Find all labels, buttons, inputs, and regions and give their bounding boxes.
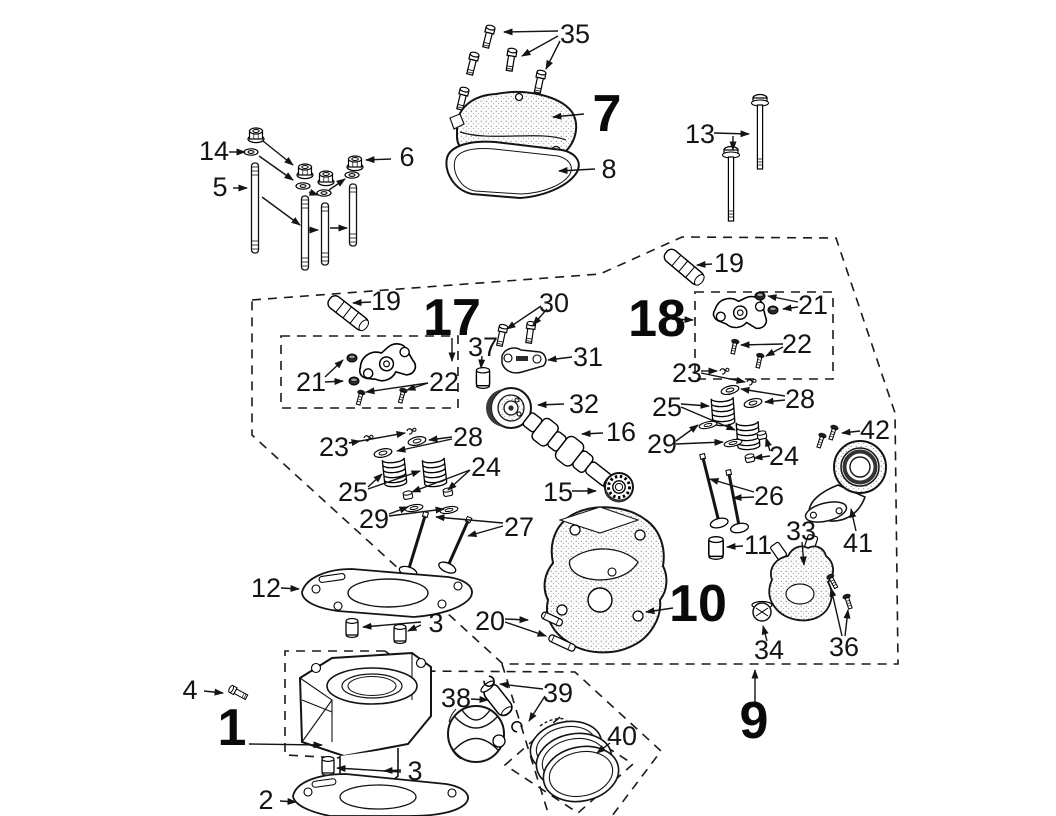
callout-15: 15 xyxy=(543,477,573,507)
callout-13: 13 xyxy=(685,119,715,149)
callout-3: 3 xyxy=(428,608,443,638)
callout-2: 2 xyxy=(258,785,273,815)
cylinder-head-10 xyxy=(543,506,668,654)
callout-9: 9 xyxy=(740,692,769,750)
valve-train-right xyxy=(697,367,768,534)
cam-holder-31 xyxy=(501,347,547,374)
callout-12: 12 xyxy=(251,573,281,603)
callout-30: 30 xyxy=(539,288,569,318)
callout-4: 4 xyxy=(182,675,197,705)
callout-39: 39 xyxy=(543,678,573,708)
callout-26: 26 xyxy=(754,481,784,511)
callout-18: 18 xyxy=(628,290,686,348)
flange-nut xyxy=(317,170,335,187)
valve xyxy=(699,452,729,529)
callout-19: 19 xyxy=(714,248,744,278)
callout-36: 36 xyxy=(829,632,859,662)
callout-labels: 35 7 8 13 14 6 5 19 19 17 18 30 37 31 21… xyxy=(182,19,890,815)
callout-6: 6 xyxy=(399,142,414,172)
dowel-3 xyxy=(345,617,359,639)
callout-24: 24 xyxy=(471,452,501,482)
callout-41: 41 xyxy=(843,528,873,558)
stud-nut-cluster xyxy=(243,127,364,271)
circlip-39 xyxy=(509,719,525,734)
dowel-3 xyxy=(393,623,407,645)
dowel-3 xyxy=(321,755,335,777)
callout-32: 32 xyxy=(569,389,599,419)
valve xyxy=(438,515,473,574)
callout-11: 11 xyxy=(744,530,772,560)
callout-27: 27 xyxy=(504,512,534,542)
callout-34: 34 xyxy=(754,635,784,665)
base-gasket-2 xyxy=(292,773,469,816)
carrier-bolts-30 xyxy=(494,320,537,348)
callout-29: 29 xyxy=(647,429,677,459)
callout-5: 5 xyxy=(212,172,227,202)
callout-22: 22 xyxy=(429,367,459,397)
callout-20: 20 xyxy=(475,606,505,636)
callout-23: 23 xyxy=(319,432,349,462)
group-box-18 xyxy=(694,291,834,380)
callout-17: 17 xyxy=(423,289,481,347)
piston-region-left-edge xyxy=(501,663,550,816)
bearing-15 xyxy=(604,472,634,503)
callout-29: 29 xyxy=(359,504,389,534)
callout-33: 33 xyxy=(786,516,816,546)
manifold-bolts-42 xyxy=(814,423,840,450)
callout-24: 24 xyxy=(769,441,799,471)
washer xyxy=(316,189,332,197)
camshaft-16 xyxy=(522,412,615,489)
cam-sprocket-32 xyxy=(486,387,532,429)
group-box-17 xyxy=(280,335,459,409)
callout-25: 25 xyxy=(338,477,368,507)
tappet-bucket-37 xyxy=(475,366,491,390)
callout-28: 28 xyxy=(785,384,815,414)
callout-14: 14 xyxy=(199,136,229,166)
callout-1: 1 xyxy=(218,699,247,757)
washer xyxy=(295,182,311,190)
callout-42: 42 xyxy=(860,415,890,445)
washer xyxy=(243,148,259,156)
rocker-shaft xyxy=(661,246,708,289)
washer xyxy=(344,171,360,179)
callout-7: 7 xyxy=(593,85,622,143)
callout-3: 3 xyxy=(407,756,422,786)
callout-37: 37 xyxy=(468,332,498,362)
rocker-assembly-right xyxy=(711,290,779,370)
callout-38: 38 xyxy=(441,683,471,713)
callout-35: 35 xyxy=(560,19,590,49)
callout-31: 31 xyxy=(573,342,603,372)
head-gasket-12 xyxy=(301,568,473,618)
rocker-assembly-left xyxy=(346,340,418,407)
valve xyxy=(398,510,430,578)
thermostat-34 xyxy=(751,600,773,622)
callout-8: 8 xyxy=(601,154,616,184)
cover-gasket xyxy=(445,140,580,200)
callout-19: 19 xyxy=(371,286,401,316)
callout-22: 22 xyxy=(782,329,812,359)
callout-16: 16 xyxy=(606,417,636,447)
callout-25: 25 xyxy=(652,392,682,422)
rocker-shaft xyxy=(324,292,372,334)
callout-21: 21 xyxy=(296,367,326,397)
flange-nut xyxy=(346,155,364,172)
flange-nut xyxy=(247,127,265,144)
intake-manifold-41 xyxy=(804,440,887,523)
callout-40: 40 xyxy=(607,721,637,751)
piston-38 xyxy=(447,705,506,763)
group-box-1 xyxy=(284,650,385,759)
callout-21: 21 xyxy=(798,290,828,320)
thermostat-cover-33 xyxy=(768,534,834,622)
callout-10: 10 xyxy=(669,575,727,633)
tappet-bucket-11 xyxy=(708,535,724,561)
head-bolts-13 xyxy=(721,93,770,222)
head-studs-20 xyxy=(540,611,576,652)
leader-lines xyxy=(203,28,861,805)
piston-rings-40 xyxy=(529,717,620,803)
callout-28: 28 xyxy=(453,422,483,452)
flange-nut xyxy=(296,163,314,180)
callout-23: 23 xyxy=(672,358,702,388)
